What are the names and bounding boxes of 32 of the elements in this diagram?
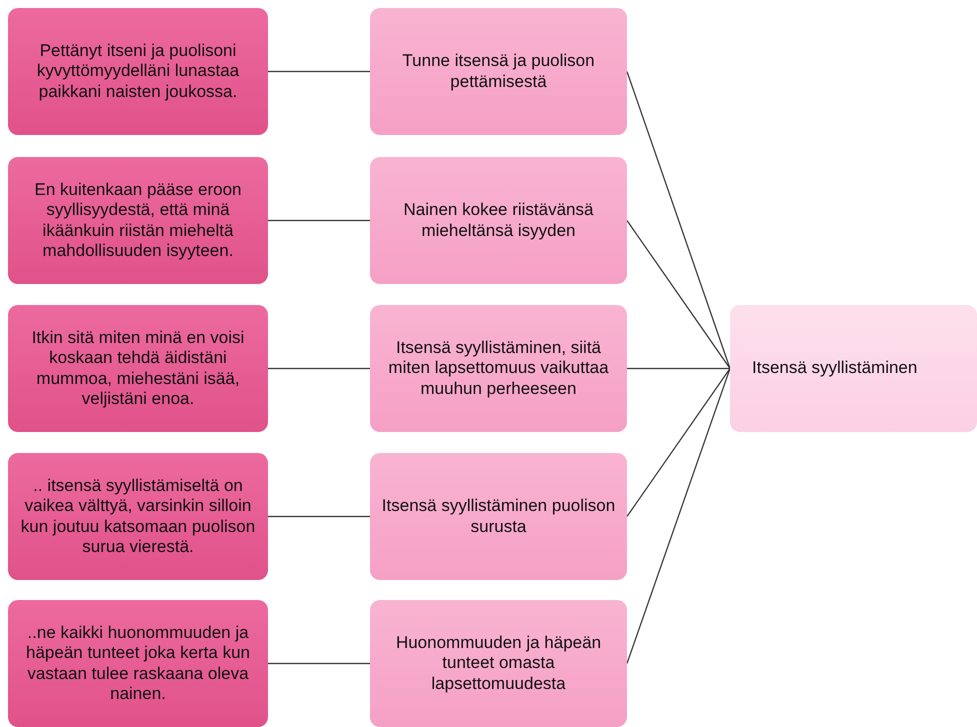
category-box: [8, 305, 268, 432]
box-text: Pettänyt itseni ja puolisoni kyvyttömyydelläni lunastaa paikkani naisten joukossa.: [36, 40, 240, 102]
connector-line: [268, 220, 370, 222]
category-box: [370, 600, 627, 727]
category-box: [370, 8, 627, 135]
connector-line: [627, 368, 730, 370]
category-box: [8, 157, 268, 284]
box-text: Itkin sitä miten minä en voisi koskaan tehdä äidistäni mummoa, miehestäni isää, veljistäni enoa.: [30, 328, 246, 410]
connector-line: [268, 662, 370, 664]
category-box: [370, 305, 627, 432]
box-text: ..ne kaikki huonommuuden ja häpeän tunteet joka kerta kun vastaan tulee raskaana oleva nainen.: [25, 622, 251, 704]
category-box: [370, 157, 627, 284]
box-text: Itsensä syyllistäminen puolison surusta: [380, 496, 616, 537]
connector-line: [268, 516, 370, 518]
category-box: [370, 453, 627, 580]
connector-line: [626, 368, 730, 517]
connector-line: [626, 71, 731, 369]
category-box: [8, 600, 268, 727]
connector-line: [626, 368, 731, 664]
category-box: [8, 8, 268, 135]
box-text: .. itsensä syyllistämiseltä on vaikea välttyä, varsinkin silloin kun joutuu katsomaan puolison surua vierestä.: [20, 476, 256, 558]
box-text: Tunne itsensä ja puolison pettämisestä: [401, 51, 596, 92]
connector-line: [268, 368, 370, 370]
category-box: [730, 305, 977, 432]
connector-line: [626, 220, 730, 369]
connector-line: [268, 70, 370, 72]
box-text: Huonommuuden ja häpeän tunteet omasta lapsettomuudesta: [394, 632, 602, 694]
box-text: Nainen kokee riistävänsä mieheltänsä isyyden: [402, 200, 594, 241]
box-text: En kuitenkaan pääse eroon syyllisyydestä, että minä ikäänkuin riistän mieheltä mahdollisuuden isyyteen.: [34, 180, 242, 262]
category-box: [8, 453, 268, 580]
box-text: Itsensä syyllistäminen: [752, 358, 918, 379]
box-text: Itsensä syyllistäminen, siitä miten lapsettomuus vaikuttaa muuhun perheeseen: [387, 338, 610, 400]
